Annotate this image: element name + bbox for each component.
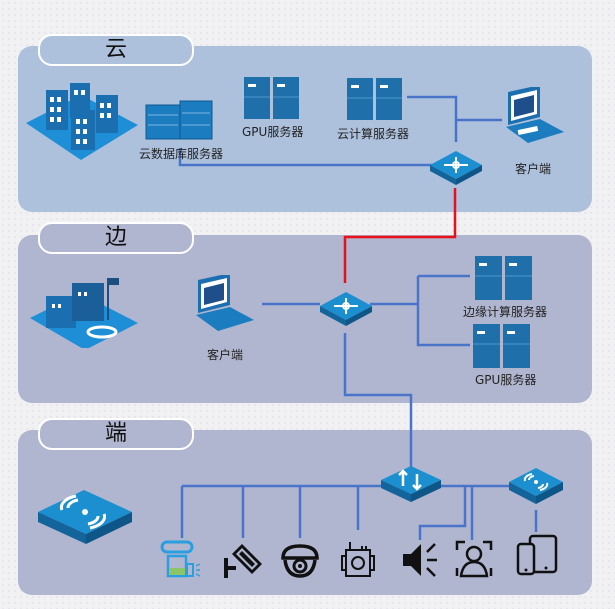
wireless-gateway-icon — [38, 490, 132, 544]
cloud-client-label: 客户端 — [515, 162, 552, 176]
database-server-icon — [145, 100, 213, 140]
link-speaker — [418, 486, 467, 540]
sensor-device-icon — [160, 540, 201, 578]
face-recognition-icon — [455, 540, 493, 578]
edge-layer-title: 边 — [38, 222, 194, 254]
database-server-label: 云数据库服务器 — [139, 147, 224, 161]
link-to-edge-compute — [416, 276, 470, 347]
link-compute-to-router — [407, 95, 458, 142]
cloud-buildings-icon — [26, 83, 138, 160]
bullet-camera-icon — [224, 544, 262, 578]
cloud-layer-title: 云 — [38, 34, 194, 66]
uplink-edge-to-cloud — [343, 188, 457, 283]
edge-compute-server-label: 边缘计算服务器 — [463, 305, 548, 319]
link-router-down — [343, 333, 413, 468]
cloud-compute-server-icon — [347, 78, 402, 120]
dome-camera-icon — [281, 544, 319, 578]
speaker-icon — [403, 543, 437, 577]
edge-client-label: 客户端 — [207, 348, 244, 362]
end-layer-title: 端 — [38, 418, 194, 450]
edge-compute-server-icon — [475, 256, 532, 300]
edge-client-laptop-icon — [196, 275, 254, 331]
cloud-gpu-server-icon — [244, 77, 299, 119]
iot-controller-icon — [341, 542, 375, 577]
edge-router-icon — [320, 292, 372, 326]
edge-campus-icon — [30, 278, 138, 348]
cloud-client-laptop-icon — [506, 87, 564, 143]
edge-gpu-server-icon — [473, 324, 530, 368]
cloud-router-icon — [430, 151, 482, 185]
wifi-access-point-icon — [509, 468, 563, 504]
link-db-to-cloud-router — [178, 148, 432, 167]
mobile-devices-icon — [516, 534, 558, 576]
cloud-gpu-server-label: GPU服务器 — [242, 125, 304, 139]
cloud-compute-server-label: 云计算服务器 — [337, 127, 410, 141]
access-switch-icon — [381, 466, 441, 502]
edge-gpu-server-label: GPU服务器 — [475, 373, 537, 387]
